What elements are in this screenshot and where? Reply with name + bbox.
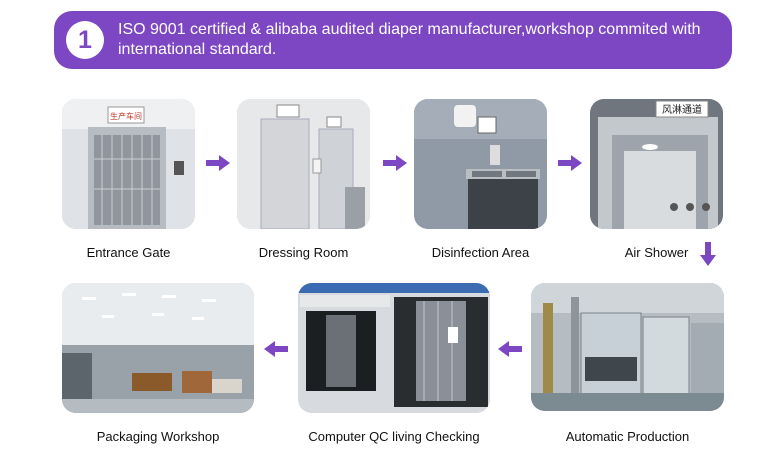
entrance-gate-image: 生产车间 — [62, 99, 195, 229]
caption-packaging-workshop: Packaging Workshop — [96, 429, 220, 444]
entrance-gate-photo: 生产车间 — [62, 99, 195, 229]
disinfection-area-image — [414, 99, 547, 229]
air-shower-sign-text: 风淋通道 — [662, 103, 702, 116]
step-number-badge: 1 — [66, 21, 104, 59]
disinfection-area-photo — [414, 99, 547, 229]
banner-text: ISO 9001 certified & alibaba audited dia… — [118, 21, 701, 58]
title-banner: 1 ISO 9001 certified & alibaba audited d… — [54, 11, 732, 69]
dressing-room-image — [237, 99, 370, 229]
caption-air-shower: Air Shower — [624, 245, 689, 260]
arrow-left-icon — [498, 341, 522, 362]
caption-computer-qc: Computer QC living Checking — [308, 429, 480, 444]
automatic-production-photo — [531, 283, 724, 411]
air-shower-image: 风淋通道 — [590, 99, 723, 229]
packaging-workshop-photo — [62, 283, 254, 413]
caption-disinfection-area: Disinfection Area — [431, 245, 530, 260]
computer-qc-image — [298, 283, 490, 413]
arrow-down-icon — [700, 242, 716, 271]
arrow-right-icon — [558, 155, 582, 176]
computer-qc-photo — [298, 283, 490, 413]
caption-entrance-gate: Entrance Gate — [86, 245, 171, 260]
automatic-production-image — [531, 283, 724, 411]
air-shower-photo: 风淋通道 — [590, 99, 723, 229]
arrow-left-icon — [264, 341, 288, 362]
caption-automatic-production: Automatic Production — [565, 429, 690, 444]
entrance-sign-text: 生产车间 — [110, 111, 142, 121]
caption-dressing-room: Dressing Room — [258, 245, 349, 260]
arrow-right-icon — [383, 155, 407, 176]
arrow-right-icon — [206, 155, 230, 176]
dressing-room-photo — [237, 99, 370, 229]
packaging-workshop-image — [62, 283, 254, 413]
